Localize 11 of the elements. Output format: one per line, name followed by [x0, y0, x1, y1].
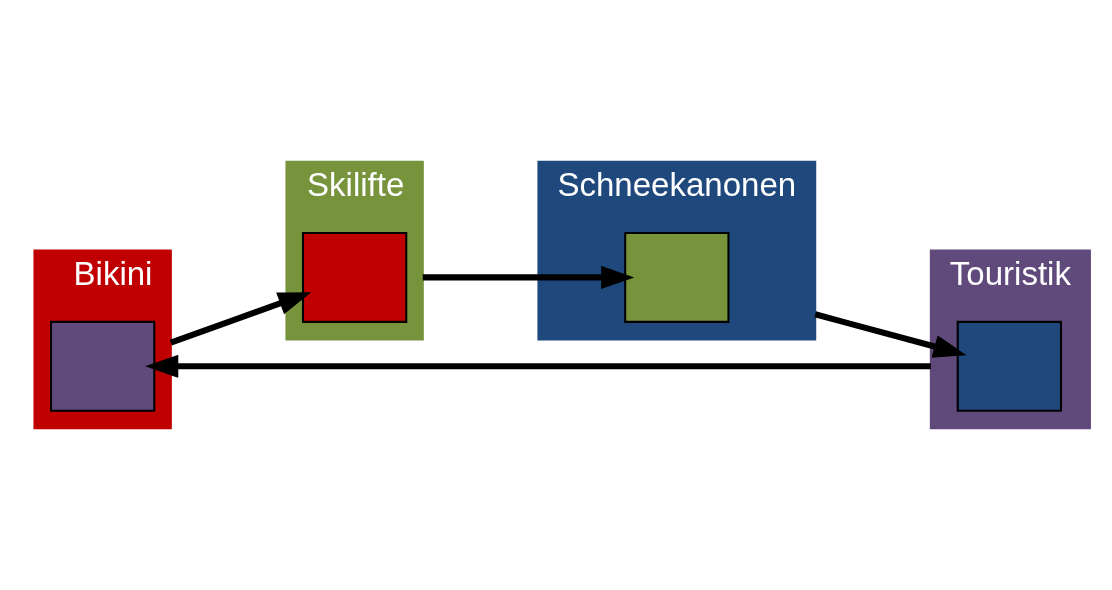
node-box: [624, 232, 730, 323]
node-box: [50, 320, 156, 412]
cluster: Schneekanonen: [537, 160, 817, 341]
node-box: [956, 320, 1062, 412]
cluster: Skilifte: [285, 160, 424, 341]
arrow: [422, 265, 635, 290]
arrow: [814, 311, 967, 358]
arrow: [169, 292, 312, 346]
arrow: [145, 354, 931, 378]
cluster: Bikini: [33, 249, 172, 430]
node-box: [301, 232, 408, 323]
